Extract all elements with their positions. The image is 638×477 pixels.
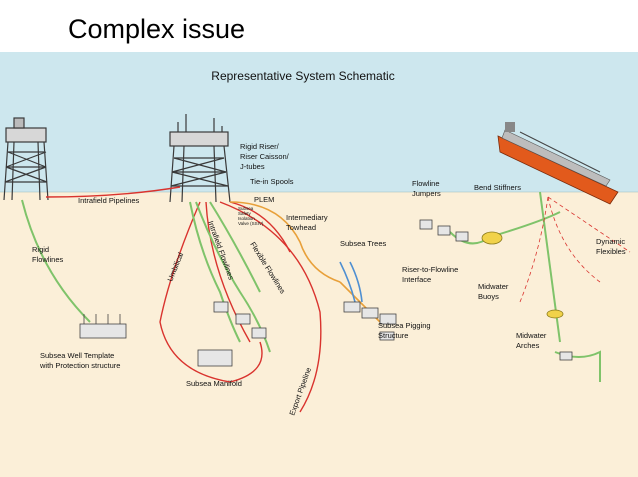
label-subsea-well-template: Subsea Well Template with Protection str… [39,351,120,370]
midwater-arch-icon [546,309,573,361]
label-ssiv: Subsea Safety Isolation Valve (SSIV) [238,206,264,226]
sky-background [0,52,638,192]
fpso-vessel-icon [497,122,619,205]
label-flowline-jumpers: Flowline Jumpers [412,179,442,198]
label-dynamic-flexibles: Dynamic Flexibles [596,237,627,256]
label-intrafield-pipelines: Intrafield Pipelines [78,196,140,205]
seabed-background [0,192,638,477]
label-riser-to-flowline: Riser-to-Flowline Interface [402,265,460,284]
label-midwater-buoys: Midwater Buoys [478,282,511,301]
manifold-icon [197,301,267,367]
subsea-trees-icon [343,301,397,341]
blue-lines [339,261,363,303]
label-rigid-riser: Rigid Riser/ Riser Caisson/ J-tubes [240,142,291,171]
midwater-buoy-icon [481,231,503,245]
jumpers-icon [419,219,469,242]
label-midwater-arches: Midwater Arches [516,331,549,350]
label-bend-stiffners: Bend Stiffners [474,183,521,192]
left-platform-icon [3,117,49,201]
label-plem: PLEM [254,195,274,204]
label-subsea-pigging: Subsea Pigging Structure [378,321,433,340]
label-rigid-flowlines: Rigid Flowlines [32,245,64,264]
diagram-title: Representative System Schematic [211,69,394,83]
slide-title: Complex issue [68,14,246,44]
system-schematic: Representative System Schematic [0,52,638,477]
dynamic-flexibles-lines [519,196,631,303]
red-lines [45,186,322,413]
label-tie-in-spools: Tie-in Spools [250,177,294,186]
label-subsea-trees: Subsea Trees [340,239,387,248]
label-subsea-manifold: Subsea Manifold [186,379,242,388]
label-intermediary-towhead: Intermediary Towhead [286,213,330,232]
central-platform-icon [169,114,231,203]
well-template-icon [79,314,127,339]
